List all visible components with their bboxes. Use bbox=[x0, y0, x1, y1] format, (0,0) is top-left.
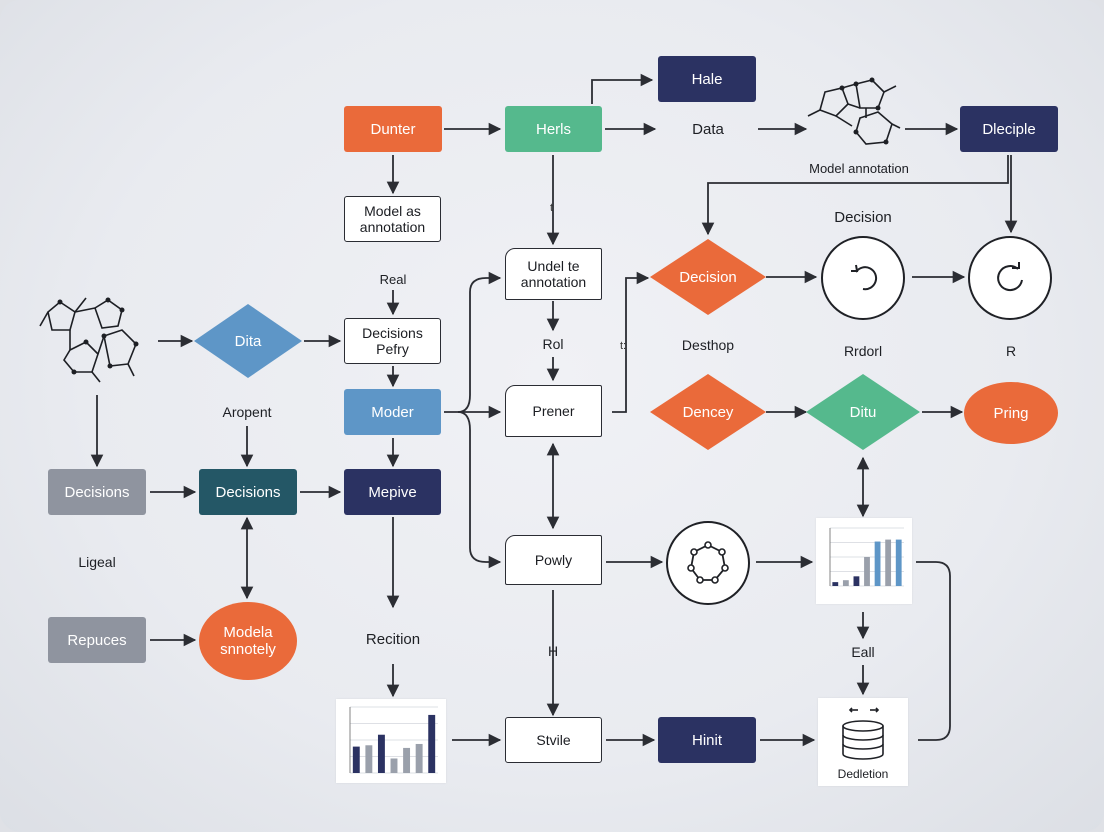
rotate-icon bbox=[997, 262, 1023, 292]
decision-diamond: Decision bbox=[650, 239, 766, 315]
bar-chart-1 bbox=[349, 706, 438, 774]
chart-bar bbox=[885, 539, 892, 586]
herls-label: Herls bbox=[535, 120, 571, 138]
pring-label: Pring bbox=[993, 404, 1029, 422]
chart-bar bbox=[842, 580, 849, 586]
decision-diamond-label: Decision bbox=[679, 268, 737, 286]
hale-node: Hale bbox=[658, 56, 756, 102]
h-label: H bbox=[547, 643, 559, 659]
ring-molecule-circle bbox=[666, 521, 750, 605]
dunter-node: Dunter bbox=[344, 106, 442, 152]
dita-diamond: Dita bbox=[194, 304, 302, 378]
model-as-annotation-label: Model as annotation bbox=[359, 203, 426, 235]
chart-bar bbox=[895, 539, 902, 586]
rol-label: Rol bbox=[542, 336, 564, 352]
chart-bar bbox=[415, 743, 423, 773]
chart-bar bbox=[832, 582, 839, 586]
undel-annotation-node: Undel te annotation bbox=[505, 248, 602, 300]
connector bbox=[457, 271, 502, 413]
hale-label: Hale bbox=[691, 70, 723, 88]
stvile-node: Stvile bbox=[505, 717, 602, 763]
model-snnotely-label: Modela snnotely bbox=[220, 624, 276, 658]
dita-label: Dita bbox=[234, 332, 262, 350]
mepive-node: Mepive bbox=[344, 469, 441, 515]
connector bbox=[591, 73, 654, 104]
moder-label: Moder bbox=[371, 403, 414, 421]
refresh-icon-circle bbox=[821, 236, 905, 320]
hinit-node: Hinit bbox=[658, 717, 756, 763]
chart-bar bbox=[377, 734, 385, 773]
decisions-pefry-label: Decisions Pefry bbox=[362, 325, 423, 357]
data-label: Data bbox=[692, 121, 724, 138]
decisions-pefry-node: Decisions Pefry bbox=[344, 318, 441, 364]
powly-node: Powly bbox=[505, 535, 602, 585]
r-label: R bbox=[1005, 343, 1017, 359]
connector bbox=[457, 411, 502, 569]
tick-mark: t: bbox=[620, 340, 627, 352]
bar-chart-thumbnail bbox=[816, 518, 912, 604]
decisions-gray-label: Decisions bbox=[64, 483, 130, 501]
connector bbox=[612, 271, 650, 413]
decision-diamond-shape bbox=[650, 239, 766, 315]
decisions-teal-label: Decisions bbox=[215, 483, 281, 501]
ditu-diamond: Ditu bbox=[806, 374, 920, 450]
stvile-label: Stvile bbox=[536, 732, 571, 748]
powly-label: Powly bbox=[534, 552, 573, 568]
chart-bar bbox=[428, 714, 436, 773]
eall-label: Eall bbox=[851, 644, 875, 660]
dleciple-node: Dleciple bbox=[960, 106, 1058, 152]
dencey-diamond-shape bbox=[650, 374, 766, 450]
chart-bar bbox=[864, 557, 870, 586]
mepive-label: Mepive bbox=[368, 483, 417, 501]
dencey-diamond: Dencey bbox=[650, 374, 766, 450]
rrdorl-label: Rrdorl bbox=[843, 343, 883, 359]
connector bbox=[916, 561, 951, 741]
database-card: Dedletion bbox=[818, 698, 908, 786]
bar-chart-2 bbox=[829, 527, 904, 587]
real-label: Real bbox=[379, 272, 407, 287]
dencey-label: Dencey bbox=[682, 403, 734, 421]
chart-bar bbox=[390, 758, 398, 773]
prener-label: Prener bbox=[532, 403, 575, 419]
rotate-icon-circle bbox=[968, 236, 1052, 320]
chart-bar bbox=[352, 746, 360, 773]
database-icon bbox=[842, 707, 884, 760]
hinit-label: Hinit bbox=[691, 731, 722, 749]
repuces-label: Repuces bbox=[67, 631, 127, 649]
chart-bar bbox=[365, 745, 373, 773]
undel-annotation-label: Undel te annotation bbox=[520, 258, 587, 290]
chart-bar bbox=[853, 576, 860, 586]
prener-node: Prener bbox=[505, 385, 602, 437]
model-annotation-label: Model annotation bbox=[809, 161, 909, 176]
ring-molecule-icon bbox=[687, 541, 729, 584]
recition-label: Recition bbox=[365, 631, 421, 648]
bar-chart-thumbnail bbox=[336, 699, 446, 783]
repuces-node: Repuces bbox=[48, 617, 146, 663]
pring-node: Pring bbox=[964, 382, 1058, 444]
model-as-annotation-node: Model as annotation bbox=[344, 196, 441, 242]
dleciple-label: Dleciple bbox=[982, 120, 1036, 138]
herls-node: Herls bbox=[505, 106, 602, 152]
decisions-teal-node: Decisions bbox=[199, 469, 297, 515]
dunter-label: Dunter bbox=[370, 120, 416, 138]
desthop-label: Desthop bbox=[681, 337, 735, 353]
model-snnotely-node: Modela snnotely bbox=[199, 602, 297, 680]
ditu-diamond-shape bbox=[806, 374, 920, 450]
refresh-icon bbox=[851, 264, 878, 291]
chart-bar bbox=[403, 747, 411, 773]
tick-mark: t bbox=[550, 202, 554, 214]
decisions-gray-node: Decisions bbox=[48, 469, 146, 515]
ligeal-label: Ligeal bbox=[78, 554, 116, 570]
moder-node: Moder bbox=[344, 389, 441, 435]
chart-bar bbox=[874, 541, 881, 586]
ditu-label: Ditu bbox=[849, 403, 877, 421]
dita-diamond-shape bbox=[194, 304, 302, 378]
decision-header-label: Decision bbox=[834, 209, 892, 226]
molecule-icon-top bbox=[807, 79, 901, 145]
aropent-label: Aropent bbox=[222, 404, 272, 420]
dedletion-label: Dedletion bbox=[837, 767, 889, 781]
connector bbox=[701, 155, 1009, 236]
